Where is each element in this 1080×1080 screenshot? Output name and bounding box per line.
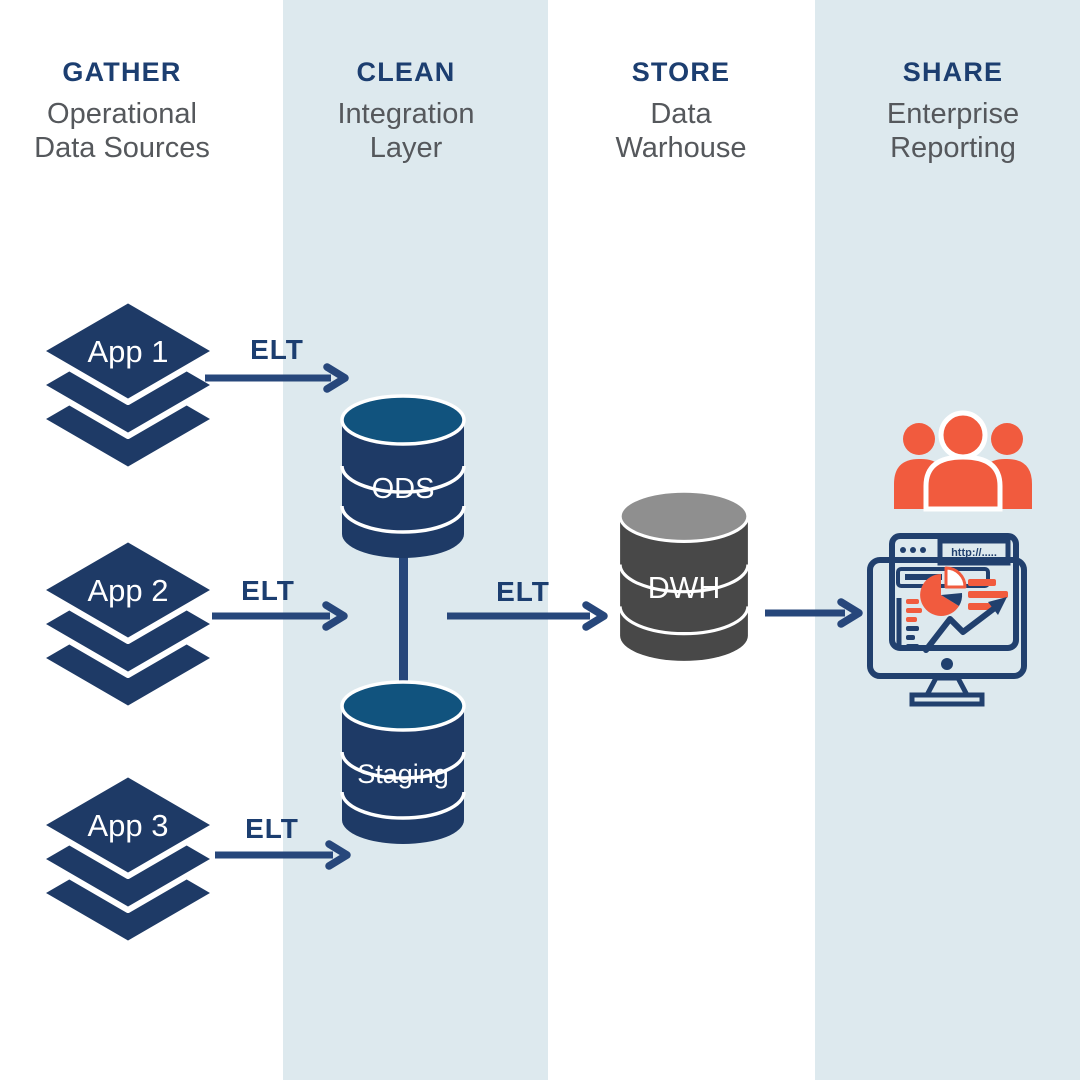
browser-dot [920,547,926,553]
elt-label-3: ELT [245,813,299,844]
column-subtitle: Enterprise Reporting [886,98,1020,164]
monitor-base [909,692,985,707]
tick-navy [906,626,919,631]
database-icon-staging: Staging [340,680,466,844]
app3-label: App 3 [87,808,168,843]
column-title: CLEAN [356,57,456,87]
cylinder-body [342,706,464,844]
arrow-app3-to-staging [215,840,351,870]
column-title: SHARE [902,57,1004,87]
cylinder-top [340,680,466,732]
ods-label: ODS [372,473,435,505]
cylinder-body [342,420,464,558]
cylinder-body [620,516,748,661]
user-head [991,423,1023,455]
users-icon [894,410,1032,512]
layer-top [37,536,219,644]
column-header-share: SHARE Enterprise Reporting [887,57,1019,165]
pie-slice-outlined [944,566,967,589]
tick-navy [906,635,915,640]
layer-top [37,771,219,879]
user-head [903,423,935,455]
column-header-store: STORE Data Warhouse [615,57,746,165]
column-title: GATHER [62,57,182,87]
browser-dot [900,547,906,553]
cylinder-top [340,394,466,446]
arrow-integration-to-dwh [447,601,608,631]
monitor-stand [922,675,972,698]
user-body [923,454,1003,512]
app1-label: App 1 [87,334,168,369]
layers-icon-app2: App 2 [37,536,219,712]
column-subtitle: Data Warhouse [615,98,747,164]
tick-orange [906,599,919,604]
column-header-gather: GATHER Operational Data Sources [34,57,210,165]
cylinder-band-line [340,791,466,820]
tick-orange [906,608,922,613]
cylinder-band-line [340,505,466,534]
monitor-camera-dot [941,658,953,670]
app2-label: App 2 [87,573,168,608]
ods-staging-connector-line [399,556,408,686]
legend-bar [968,579,996,586]
browser-toolbar [896,567,990,588]
legend-bar [968,591,1008,598]
trend-arrowhead [988,597,1007,615]
arrow-dwh-to-reporting [765,598,863,628]
cylinder-band-line [618,564,750,594]
elt-label-1: ELT [250,334,304,365]
user-head [938,410,988,460]
url-text: http://..... [951,547,997,559]
elt-label-mid: ELT [496,576,550,607]
column-title: STORE [631,57,731,87]
url-box [937,538,1011,566]
browser-dot [910,547,916,553]
cylinder-top [618,489,750,543]
arrow-app1-to-ods [205,363,349,393]
database-icon-ods: ODS [340,394,466,558]
cylinder-band-line [618,606,750,636]
pie-slice-navy [941,593,963,606]
database-icon-dwh: DWH [618,489,750,661]
trend-line [923,604,999,653]
pie-slice-orange [920,574,959,616]
tick-orange [906,617,917,622]
column-subtitle: Integration Layer [337,98,475,164]
dwh-label: DWH [648,571,721,605]
dashboard-monitor-icon: http://..... [867,533,1027,707]
column-header-clean: CLEAN Integration Layer [337,57,474,165]
cylinder-band-line [340,465,466,494]
column-subtitle: Operational Data Sources [34,98,210,164]
tick-navy [906,644,919,649]
elt-label-2: ELT [241,575,295,606]
browser-window [889,533,1019,651]
layers-icon-app1: App 1 [37,297,219,473]
arrow-app2-to-integration [212,601,348,631]
staging-label: Staging [357,759,449,789]
layer-top [37,297,219,405]
cylinder-band-line [340,751,466,780]
legend-bar [968,603,996,610]
layers-icon-app3: App 3 [37,771,219,947]
